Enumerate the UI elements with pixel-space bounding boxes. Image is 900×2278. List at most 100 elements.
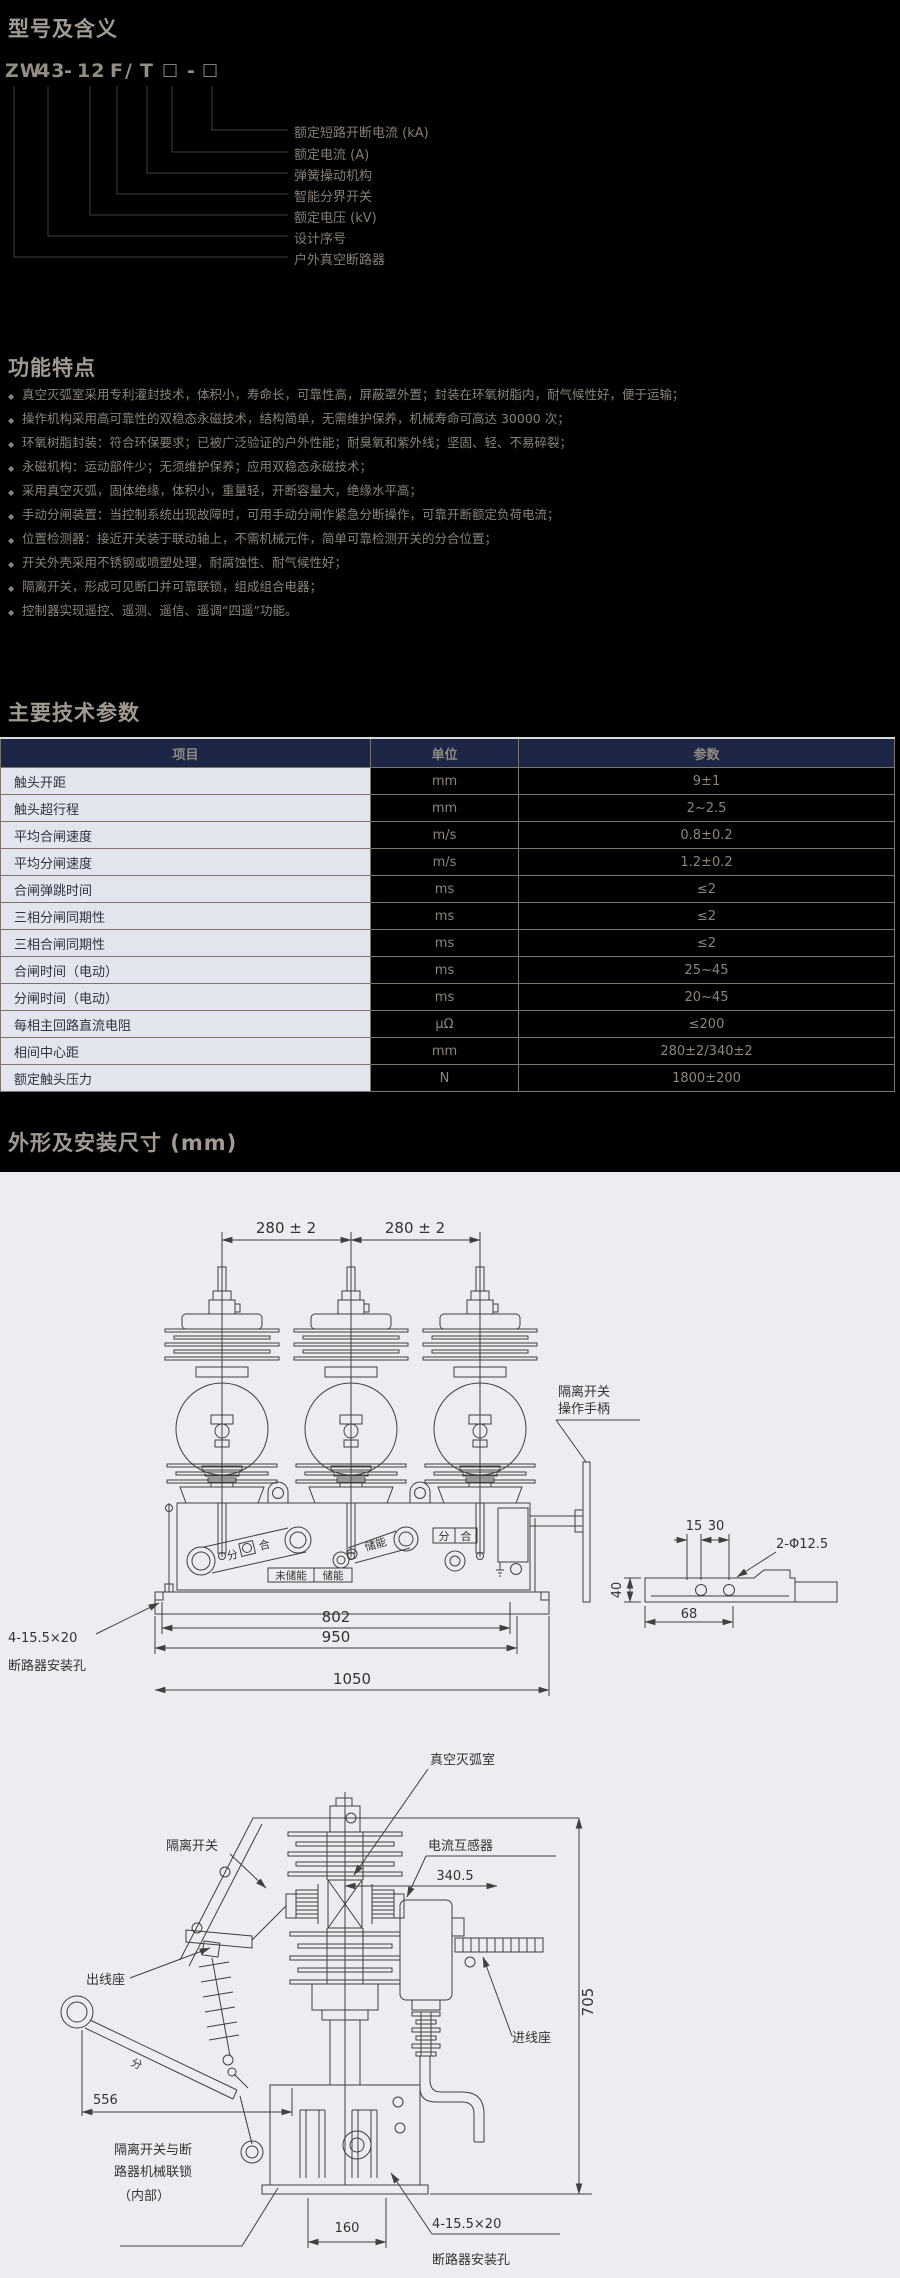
- feature-item: 环氧树脂封装：符合环保要求；已被广泛验证的户外性能；耐臭氧和紫外线；坚固、轻、不…: [8, 436, 868, 451]
- feature-item: 采用真空灭弧，固体绝缘，体积小，重量轻，开断容量大，绝缘水平高；: [8, 484, 868, 499]
- ct-label: 电流互感器: [428, 1838, 493, 1854]
- unit-cell: m/s: [370, 821, 519, 849]
- unit-cell: m/s: [370, 848, 519, 876]
- interlock-label-line3: （内部）: [118, 2188, 170, 2204]
- vacuum-interrupter-label: 真空灭弧室: [430, 1752, 495, 1768]
- front-mount-label: 断路器安装孔: [8, 1658, 86, 1674]
- dim-950: 950: [322, 1628, 351, 1646]
- unit-cell: ms: [370, 875, 519, 903]
- model-placeholder-box: □: [202, 60, 220, 80]
- unit-cell: ms: [370, 902, 519, 930]
- unit-cell: mm: [370, 794, 519, 822]
- section-title-outline: 外形及安装尺寸 (mm): [8, 1131, 238, 1155]
- features-list: 真空灭弧室采用专利灌封技术，体积小，寿命长，可靠性高，屏蔽罩外置；封装在环氧树脂…: [8, 388, 868, 628]
- dim-705: 705: [579, 1988, 597, 2017]
- unit-cell: N: [370, 1064, 519, 1092]
- unit-cell: ms: [370, 956, 519, 984]
- value-cell: 1.2±0.2: [518, 848, 895, 876]
- section-title-features: 功能特点: [8, 356, 96, 380]
- param-name-cell: 合闸时间（电动）: [0, 956, 371, 984]
- link-charge-label: 储能: [363, 1534, 388, 1554]
- dim-160: 160: [335, 2221, 360, 2236]
- feature-item: 开关外壳采用不锈钢或喷塑处理，耐腐蚀性、耐气候性好；: [8, 556, 868, 571]
- side-mount-label: 断路器安装孔: [432, 2252, 510, 2268]
- interlock-label-line2: 路器机械联锁: [114, 2164, 192, 2180]
- link-close-char: 合: [257, 1537, 271, 1553]
- param-name-cell: 触头开距: [0, 767, 371, 795]
- model-part: F: [110, 60, 124, 82]
- indicator-open-char: 分: [439, 1530, 450, 1543]
- dim-802: 802: [322, 1608, 351, 1626]
- param-name-cell: 触头超行程: [0, 794, 371, 822]
- model-part: -: [64, 60, 73, 82]
- dim-340: 340.5: [436, 1869, 473, 1884]
- tree-label: 设计序号: [294, 232, 347, 247]
- value-cell: 0.8±0.2: [518, 821, 895, 849]
- model-placeholder-box: □: [162, 60, 180, 80]
- unit-cell: ms: [370, 929, 519, 957]
- feature-item: 隔离开关，形成可见断口并可靠联锁，组成组合电器；: [8, 580, 868, 595]
- value-cell: ≤2: [518, 902, 895, 930]
- ground-icon: [496, 1562, 504, 1577]
- model-part: /: [125, 60, 133, 82]
- tree-label: 户外真空断路器: [294, 253, 386, 268]
- column-header: 单位: [370, 737, 519, 768]
- link-open-char: 分: [226, 1548, 240, 1563]
- feature-item: 永磁机构：运动部件少；无须维护保养；应用双稳态永磁技术；: [8, 460, 868, 475]
- dim-280-right: 280 ± 2: [385, 1219, 445, 1237]
- unit-cell: mm: [370, 767, 519, 795]
- tree-label: 智能分界开关: [294, 190, 373, 205]
- param-name-cell: 每相主回路直流电阻: [0, 1010, 371, 1038]
- param-name-cell: 平均分闸速度: [0, 848, 371, 876]
- dim-40: 40: [610, 1582, 625, 1599]
- model-tree-lines: [13, 86, 288, 258]
- isolator-label: 隔离开关: [166, 1838, 218, 1854]
- param-name-cell: 额定触头压力: [0, 1064, 371, 1092]
- tree-label: 额定电流 (A): [294, 148, 370, 163]
- model-part: T: [140, 60, 154, 82]
- tree-label: 弹簧操动机构: [294, 169, 373, 184]
- unit-cell: mm: [370, 1037, 519, 1065]
- param-name-cell: 分闸时间（电动）: [0, 983, 371, 1011]
- feature-item: 真空灭弧室采用专利灌封技术，体积小，寿命长，可靠性高，屏蔽罩外置；封装在环氧树脂…: [8, 388, 868, 403]
- indicator-close-char: 合: [461, 1529, 472, 1543]
- handle-label-line2: 操作手柄: [558, 1401, 610, 1417]
- inlet-seat-label: 进线座: [512, 2031, 551, 2046]
- handle-label-line1: 隔离开关: [558, 1384, 610, 1400]
- feature-item: 操作机构采用高可靠性的双稳态永磁技术，结构简单，无需维护保养，机械寿命可高达 3…: [8, 412, 868, 427]
- value-cell: ≤200: [518, 1010, 895, 1038]
- model-part: 12: [77, 60, 106, 82]
- model-part: ZW: [5, 60, 42, 82]
- tree-label: 额定短路开断电流 (kA): [294, 126, 429, 141]
- value-cell: 1800±200: [518, 1064, 895, 1092]
- hole-note: 2-Φ12.5: [776, 1537, 828, 1552]
- technical-drawing: 280 ± 2 280 ± 2 分 合: [8, 1219, 838, 2268]
- value-cell: 280±2/340±2: [518, 1037, 895, 1065]
- param-name-cell: 相间中心距: [0, 1037, 371, 1065]
- value-cell: 25~45: [518, 956, 895, 984]
- dim-68: 68: [681, 1607, 698, 1622]
- value-cell: 9±1: [518, 767, 895, 795]
- dim-1050: 1050: [333, 1670, 371, 1688]
- dim-556: 556: [93, 2093, 118, 2108]
- feature-item: 手动分闸装置：当控制系统出现故障时，可用手动分闸作紧急分断操作，可靠开断额定负荷…: [8, 508, 868, 523]
- feature-item: 位置检测器：接近开关装于联动轴上，不需机械元件，简单可靠检测开关的分合位置；: [8, 532, 868, 547]
- value-cell: 20~45: [518, 983, 895, 1011]
- model-part: -: [187, 60, 196, 82]
- side-mount-note: 4-15.5×20: [432, 2217, 501, 2232]
- param-name-cell: 合闸弹跳时间: [0, 875, 371, 903]
- unit-cell: ms: [370, 983, 519, 1011]
- value-cell: ≤2: [518, 929, 895, 957]
- param-name-cell: 平均合闸速度: [0, 821, 371, 849]
